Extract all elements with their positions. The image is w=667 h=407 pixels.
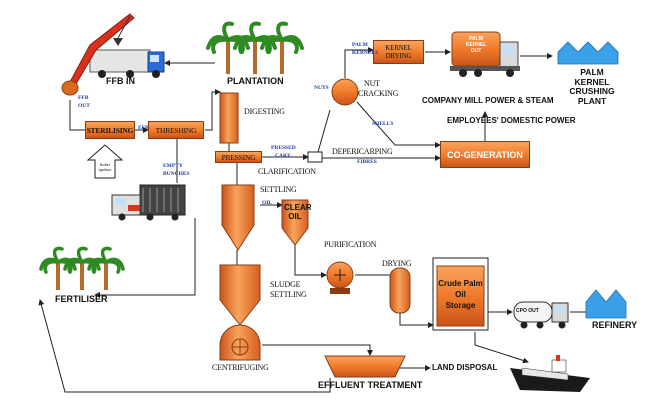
plantation-palms	[206, 21, 304, 74]
ffb-out-line2: OUT	[78, 102, 90, 109]
pressed-cake-line1: PRESSED	[271, 145, 296, 151]
ship	[510, 355, 590, 392]
pressing-box: PRESSING	[215, 151, 262, 163]
ffb-out-line1: FFB	[78, 95, 89, 101]
palm-kernels-line2: KERNELS	[352, 49, 379, 56]
company-mill-power-label: COMPANY MILL POWER & STEAM	[422, 96, 554, 105]
drying-label: DRYING	[382, 259, 412, 268]
land-disposal-label: LAND DISPOSAL	[432, 363, 498, 372]
fibres-label: FIBRES	[357, 159, 377, 165]
digesting-vessel	[219, 92, 239, 144]
clear-oil-line2: OIL	[288, 212, 302, 221]
pressed-cake-line2: CAKE	[275, 152, 291, 159]
purification-pump	[326, 261, 354, 294]
oil-label: OIL	[262, 200, 273, 206]
cpo-truck-label: CPO OUT	[516, 308, 539, 314]
clarification-label: CLARIFICATION	[258, 167, 316, 176]
ffb-out-label: FFB OUT	[78, 95, 90, 109]
sludge-line1: SLUDGE	[270, 280, 301, 289]
clear-oil-line1: CLEAR	[284, 203, 312, 212]
effluent-treatment-label: EFFLUENT TREATMENT	[318, 380, 423, 390]
palm-kernels-label: PALM KERNELS	[352, 42, 379, 56]
palm-kernels-line1: PALM	[352, 42, 368, 48]
clear-oil-tank	[281, 199, 309, 246]
boiler-ignition-arrow	[86, 144, 124, 179]
cpo-storage-line3: Storage	[445, 301, 476, 310]
kernel-drying-box: KERNEL DRYING	[373, 40, 424, 64]
kernel-plant-line2: KERNEL	[574, 76, 610, 87]
depericarping-label: DEPERICARPING	[332, 147, 393, 156]
kernel-truck-line3: OUT	[470, 48, 482, 54]
boiler-line2: Ignition	[98, 167, 112, 172]
kernel-truck-line2: KERNEL	[465, 42, 487, 48]
kernel-plant-factory	[557, 41, 619, 65]
co-generation-box: CO-GENERATION	[440, 141, 530, 168]
depericarping-unit	[307, 151, 323, 163]
digesting-label: DIGESTING	[244, 107, 285, 116]
settling-label: SETTLING	[260, 185, 297, 194]
boiler-line1: Boiler	[99, 162, 111, 167]
nut-cracking-line2: CRACKING	[358, 89, 399, 98]
cpo-truck	[513, 301, 569, 329]
settling-tank	[221, 184, 255, 251]
sludge-line2: SETTLING	[270, 290, 307, 299]
crude-palm-oil-tank	[432, 257, 489, 331]
nut-cracking-vessel	[331, 78, 359, 106]
sterilising-label: STERILISING	[86, 125, 134, 135]
pressing-label: PRESSING	[221, 152, 256, 162]
sterilising-box: STERILISING	[85, 121, 135, 139]
efb-label: EFB	[138, 125, 149, 131]
nut-cracking-line1: NUT	[364, 79, 380, 88]
co-generation-label: CO-GENERATION	[447, 149, 523, 160]
fertiliser-label: FERTILISER	[55, 294, 108, 304]
threshing-label: THRESHING	[155, 125, 197, 135]
sludge-settling-label: SLUDGE SETTLING	[270, 281, 307, 299]
threshing-box: THRESHING	[148, 121, 204, 139]
empty-bunches-line2: BUNCHES	[163, 170, 190, 177]
kernel-plant-line1: PALM	[580, 67, 604, 77]
ffb-in-label: FFB IN	[106, 76, 135, 86]
kernel-truck-label: PALM KERNEL OUT	[455, 37, 497, 54]
kernel-truck	[450, 31, 520, 77]
flow-lines	[38, 47, 593, 393]
pressed-cake-label: PRESSED CAKE	[271, 145, 296, 159]
kernel-truck-line1: PALM	[469, 36, 483, 42]
kernel-drying-line1: KERNEL	[385, 44, 412, 52]
refinery-label: REFINERY	[592, 320, 638, 330]
centrifuge	[219, 324, 261, 361]
employees-power-label: EMPLOYEES' DOMESTIC POWER	[447, 116, 576, 125]
empty-bunches-line1: EMPTY	[163, 163, 183, 169]
kernel-plant-label: PALM KERNEL CRUSHING PLANT	[565, 68, 619, 105]
clear-oil-label: CLEAR OIL	[284, 203, 312, 221]
nut-cracking-label: NUT CRACKING	[358, 80, 398, 98]
shells-label: SHELLS	[372, 121, 394, 127]
ffb-truck-crane	[61, 13, 165, 96]
purification-label: PURIFICATION	[324, 240, 377, 249]
cpo-storage-line1: Crude Palm	[438, 279, 483, 288]
drying-vessel	[389, 267, 411, 314]
kernel-plant-line3: CRUSHING	[569, 86, 615, 96]
refinery-factory	[585, 289, 627, 319]
kernel-plant-line4: PLANT	[577, 95, 607, 106]
kernel-drying-line2: DRYING	[385, 52, 412, 60]
centrifuging-label: CENTRIFUGING	[212, 363, 269, 372]
boiler-ignition-label: Boiler Ignition	[96, 163, 114, 172]
nuts-label: NUTS	[314, 85, 329, 91]
sludge-settling-tank	[219, 264, 261, 326]
cpo-storage-label: Crude Palm Oil Storage	[437, 280, 484, 310]
cpo-storage-line2: Oil	[455, 290, 466, 299]
plantation-label: PLANTATION	[227, 76, 284, 86]
empty-bunches-label: EMPTY BUNCHES	[163, 163, 190, 177]
efb-lorry	[111, 184, 186, 221]
effluent-basin	[324, 355, 406, 378]
fertiliser-palms	[39, 246, 125, 290]
